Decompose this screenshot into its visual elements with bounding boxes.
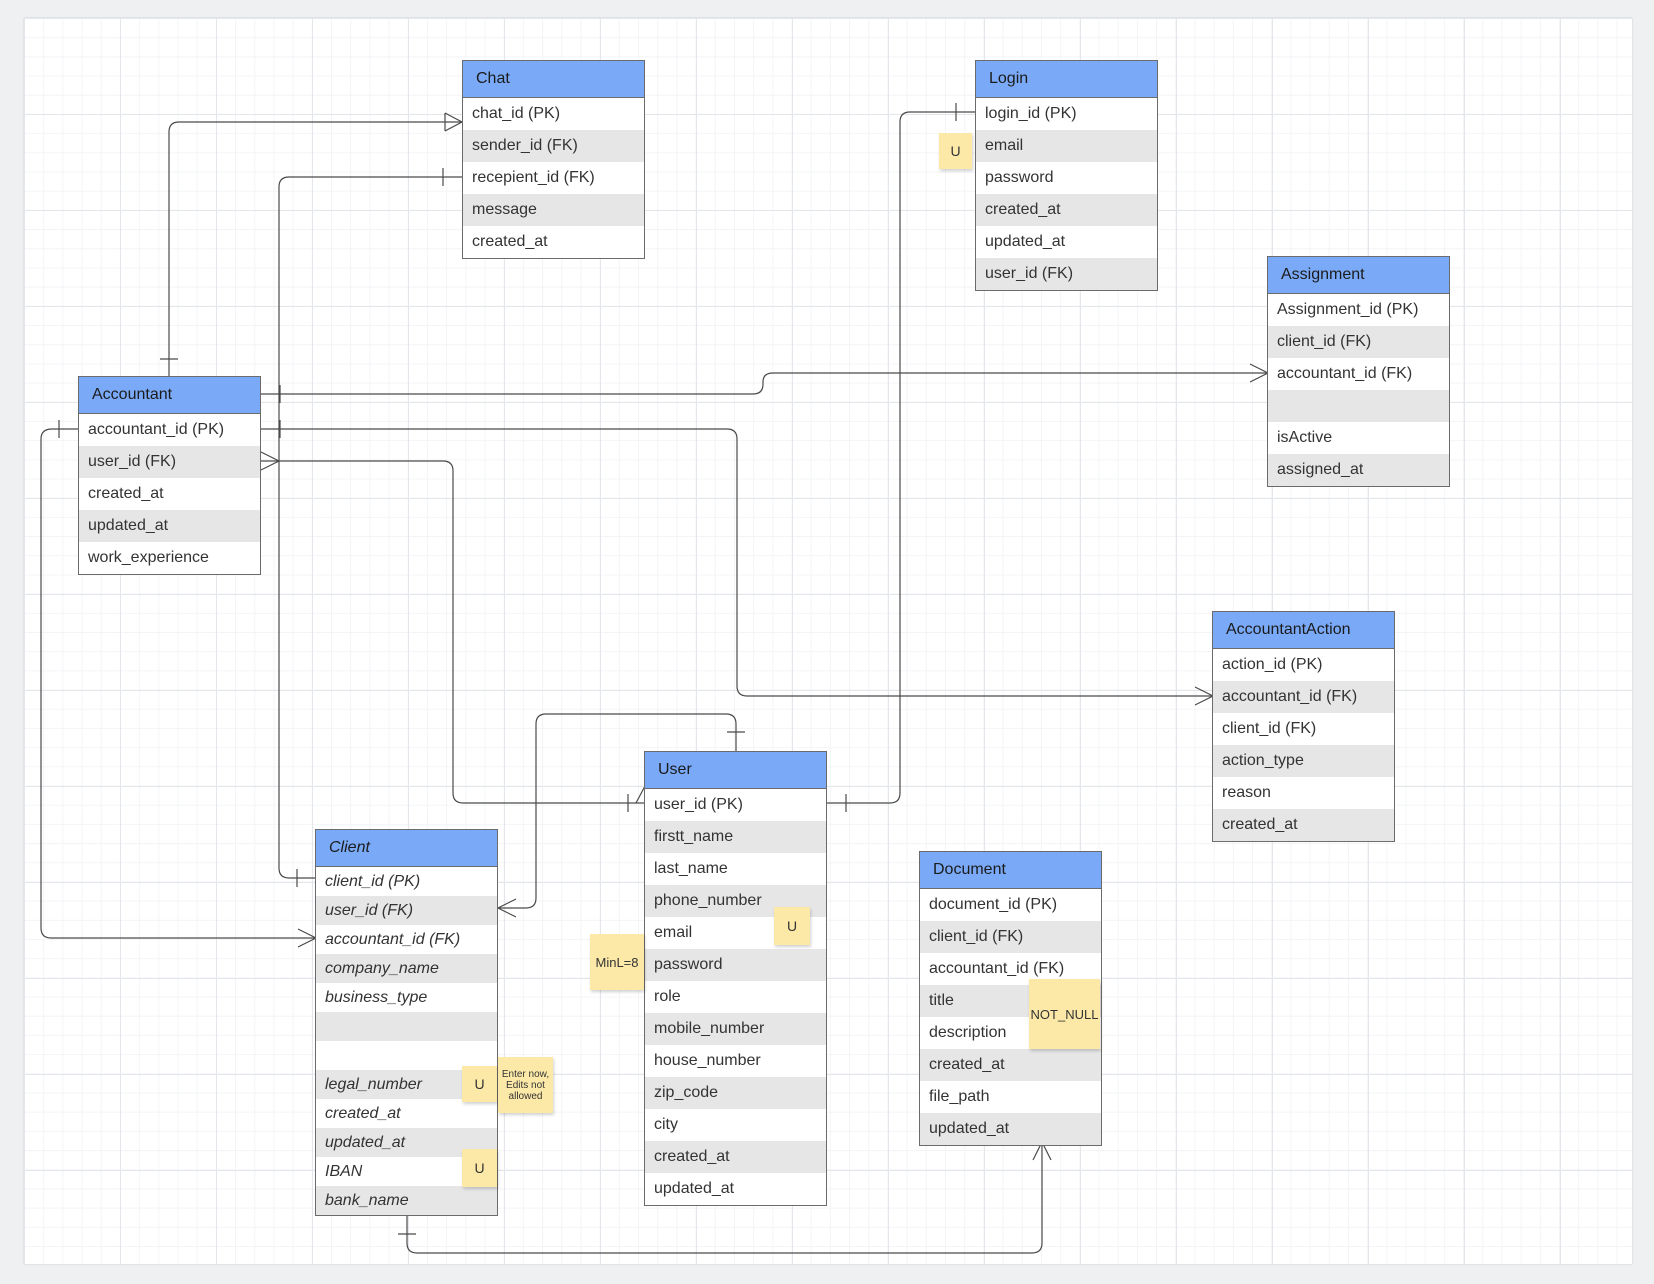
entity-assignment-title: Assignment bbox=[1268, 257, 1449, 294]
field-description: description bbox=[929, 1024, 1007, 1041]
field-email: email bbox=[654, 924, 693, 941]
field-first-name: firstt_name bbox=[645, 821, 826, 853]
field-iban: IBAN bbox=[325, 1163, 363, 1180]
field-user-id: user_id (FK) bbox=[976, 258, 1157, 290]
field-created-at: created_at bbox=[976, 194, 1157, 226]
field-user-id: user_id (FK) bbox=[79, 446, 260, 478]
field-work-experience: work_experience bbox=[88, 549, 209, 566]
field-action-type: action_type bbox=[1213, 745, 1394, 777]
note-client-legal-unique[interactable]: U bbox=[462, 1066, 497, 1102]
entity-accountant-action[interactable]: AccountantAction action_id (PK) accounta… bbox=[1212, 611, 1395, 842]
field-accountant-id: accountant_id (PK) bbox=[88, 421, 225, 438]
field-house-number: house_number bbox=[654, 1052, 761, 1069]
field-assigned-at: assigned_at bbox=[1268, 454, 1449, 486]
field-email: email bbox=[976, 130, 1157, 162]
entity-user-title: User bbox=[645, 752, 826, 789]
field-created-at: created_at bbox=[325, 1105, 401, 1122]
note-client-iban-unique[interactable]: U bbox=[462, 1149, 497, 1187]
field-password: password bbox=[645, 949, 826, 981]
field-client-id: client_id (PK) bbox=[325, 873, 421, 890]
note-client-legal-edit[interactable]: Enter now, Edits not allowed bbox=[498, 1057, 553, 1113]
field-bank-name: bank_name bbox=[316, 1186, 497, 1215]
field-chat-id: chat_id (PK) bbox=[472, 105, 561, 122]
field-file-path: file_path bbox=[929, 1088, 990, 1105]
field-action-id: action_id (PK) bbox=[1222, 656, 1323, 673]
field-user-id: user_id (PK) bbox=[654, 796, 743, 813]
field-updated-at: updated_at bbox=[654, 1180, 735, 1197]
entity-assignment[interactable]: Assignment Assignment_id (PK) client_id … bbox=[1267, 256, 1450, 487]
field-business-type: business_type bbox=[325, 989, 428, 1006]
field-last-name: last_name bbox=[654, 860, 728, 877]
field-mobile-number: mobile_number bbox=[645, 1013, 826, 1045]
field-assignment-id: Assignment_id (PK) bbox=[1277, 301, 1419, 318]
field-zip-code: zip_code bbox=[645, 1077, 826, 1109]
note-user-email-unique[interactable]: U bbox=[774, 907, 810, 945]
entity-login-title: Login bbox=[976, 61, 1157, 98]
field-empty bbox=[1268, 390, 1449, 422]
field-created-at: created_at bbox=[645, 1141, 826, 1173]
entity-accountant-title: Accountant bbox=[79, 377, 260, 414]
field-accountant-id: accountant_id (FK) bbox=[1213, 681, 1394, 713]
field-accountant-id: accountant_id (FK) bbox=[1277, 365, 1413, 382]
field-updated-at: updated_at bbox=[920, 1113, 1101, 1145]
field-client-id: client_id (FK) bbox=[920, 921, 1101, 953]
field-user-id: user_id (FK) bbox=[316, 896, 497, 925]
entity-client-title: Client bbox=[316, 830, 497, 867]
entity-accountant-action-title: AccountantAction bbox=[1213, 612, 1394, 649]
field-updated-at: updated_at bbox=[79, 510, 260, 542]
field-created-at: created_at bbox=[88, 485, 164, 502]
field-message: message bbox=[463, 194, 644, 226]
field-sender-id: sender_id (FK) bbox=[463, 130, 644, 162]
field-is-active: isActive bbox=[1277, 429, 1333, 446]
field-empty-1 bbox=[316, 1012, 497, 1041]
note-user-password-minlen[interactable]: MinL=8 bbox=[590, 934, 644, 990]
field-created-at: created_at bbox=[472, 233, 548, 250]
entity-accountant[interactable]: Accountant accountant_id (PK) user_id (F… bbox=[78, 376, 261, 575]
field-created-at: created_at bbox=[1213, 809, 1394, 841]
entity-chat[interactable]: Chat chat_id (PK) sender_id (FK) recepie… bbox=[462, 60, 645, 259]
field-document-id: document_id (PK) bbox=[929, 896, 1058, 913]
note-document-not-null[interactable]: NOT_NULL bbox=[1029, 979, 1100, 1049]
field-reason: reason bbox=[1222, 784, 1271, 801]
field-login-id: login_id (PK) bbox=[985, 105, 1077, 122]
field-accountant-id: accountant_id (FK) bbox=[929, 960, 1065, 977]
entity-document[interactable]: Document document_id (PK) client_id (FK)… bbox=[919, 851, 1102, 1146]
field-created-at: created_at bbox=[920, 1049, 1101, 1081]
field-client-id: client_id (FK) bbox=[1222, 720, 1317, 737]
entity-document-title: Document bbox=[920, 852, 1101, 889]
field-updated-at: updated_at bbox=[985, 233, 1066, 250]
field-company-name: company_name bbox=[316, 954, 497, 983]
field-recepient-id: recepient_id (FK) bbox=[472, 169, 595, 186]
entity-login[interactable]: Login login_id (PK) email password creat… bbox=[975, 60, 1158, 291]
entity-chat-title: Chat bbox=[463, 61, 644, 98]
field-city: city bbox=[654, 1116, 678, 1133]
field-accountant-id: accountant_id (FK) bbox=[325, 931, 461, 948]
field-role: role bbox=[654, 988, 681, 1005]
entity-user[interactable]: User user_id (PK) firstt_name last_name … bbox=[644, 751, 827, 1206]
note-login-email-unique[interactable]: U bbox=[939, 133, 972, 169]
field-password: password bbox=[985, 169, 1054, 186]
field-client-id: client_id (FK) bbox=[1268, 326, 1449, 358]
